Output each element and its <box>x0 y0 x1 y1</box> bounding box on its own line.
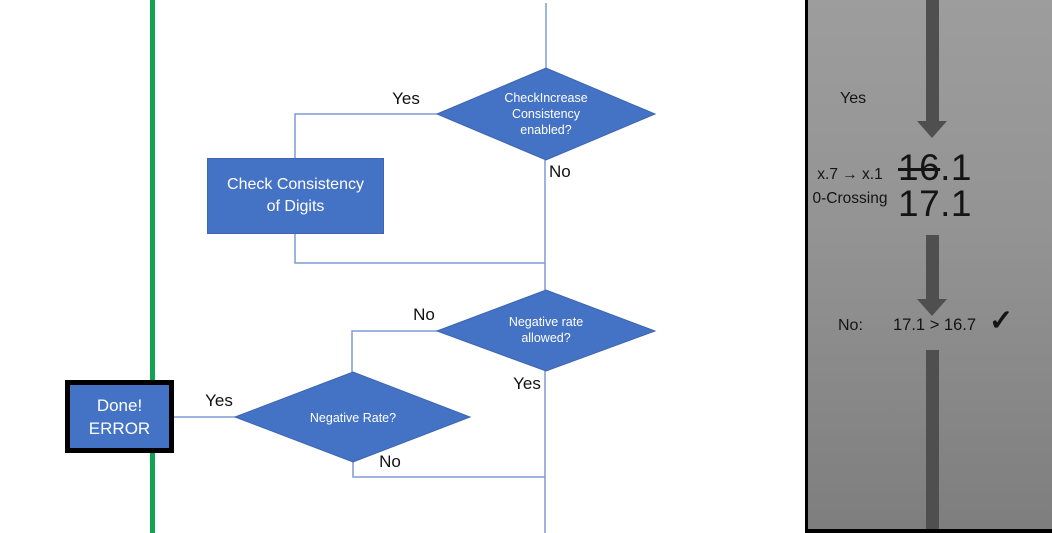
flow-arrow-1-shaft-icon <box>926 0 939 122</box>
process-check-digits-label: Check Consistency of Digits <box>227 176 364 215</box>
edge-label-checkincrease-no: No <box>549 162 571 181</box>
result-no-label: No: <box>838 317 863 334</box>
connector-yes-to-process <box>294 113 437 158</box>
candidate-value-struck: 16 <box>898 147 941 188</box>
process-check-digits-box: Check Consistency of Digits <box>207 158 384 234</box>
connector-no-to-negative-rate <box>351 330 437 372</box>
panel-yes-label: Yes <box>840 90 867 107</box>
decision-negative-allowed-diamond <box>435 289 657 372</box>
flow-arrow-2-head-icon <box>917 299 947 316</box>
edge-label-negative-allowed-no: No <box>413 305 435 324</box>
terminal-done-error-box: Done! ERROR <box>65 380 174 453</box>
check-icon: ✓ <box>989 305 1014 337</box>
flow-arrow-2-shaft-icon <box>926 235 939 300</box>
candidate-value: 16.1 <box>898 147 973 188</box>
decision-checkincrease-label: CheckIncrease Consistency enabled? <box>504 91 588 137</box>
edge-label-negative-rate-no: No <box>379 452 401 471</box>
connector-no-bottom-return <box>352 462 545 478</box>
rule-line2: 0-Crossing <box>812 190 888 207</box>
value-comparison-numbers: 16.1 17.1 <box>898 147 973 224</box>
green-divider-line <box>150 0 155 533</box>
edge-label-negative-allowed-yes: Yes <box>513 374 541 393</box>
flow-arrow-1-head-icon <box>917 121 947 138</box>
flow-arrow-3-shaft-icon <box>926 350 939 529</box>
decision-negative-allowed-label: Negative rate allowed? <box>508 315 584 345</box>
rule-block: x.7 → x.1 0-Crossing <box>808 163 892 211</box>
edge-label-negative-rate-yes: Yes <box>205 391 233 410</box>
decision-checkincrease-diamond <box>435 67 657 161</box>
decision-negative-rate-diamond <box>233 371 472 463</box>
connector-process-return <box>294 234 545 264</box>
explanation-panel: Yes x.7 → x.1 0-Crossing 16.1 17.1 No: 1… <box>805 0 1052 533</box>
decision-negative-rate-label: Negative Rate? <box>309 411 397 425</box>
candidate-value-rest: .1 <box>940 147 973 188</box>
edge-label-checkincrease-yes: Yes <box>392 89 420 108</box>
terminal-done-error-label: Done! ERROR <box>88 395 151 438</box>
corrected-value: 17.1 <box>898 183 973 224</box>
result-comparison-text: 17.1 > 16.7 <box>893 316 977 334</box>
rule-line1: x.7 → x.1 <box>817 166 883 183</box>
